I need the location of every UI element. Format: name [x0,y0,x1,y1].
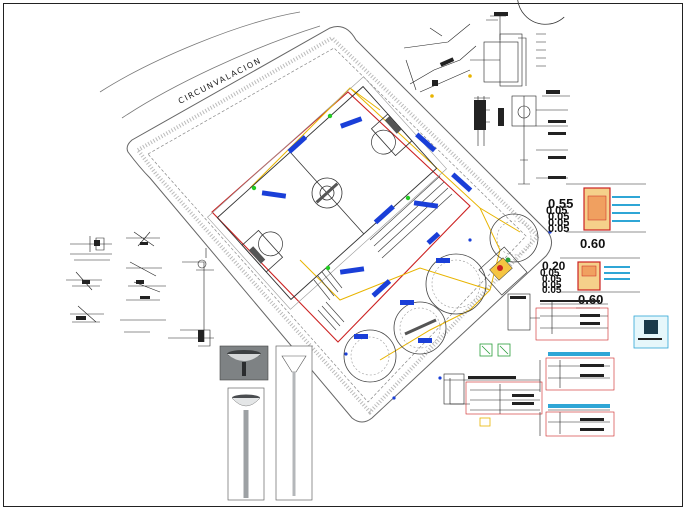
single-line-diagram-2 [443,373,543,415]
circular-plaza-1 [425,253,487,315]
site-plan: CIRCUNVALACION [99,0,565,423]
section-a-dim-4: 0.05 [548,217,569,229]
section-a-width: 0.60 [580,236,605,251]
circular-plaza-4 [489,213,539,263]
luminaires [248,116,473,343]
pole-section-detail-fill [474,90,566,179]
lamp-post-photo-2 [275,345,313,501]
site-perimeter-outer [126,26,552,423]
street-label: CIRCUNVALACION [177,56,263,106]
single-line-diagram-3-fill [548,352,610,377]
single-line-diagram-1 [507,293,609,341]
luminaire [415,132,437,153]
luminaire [384,116,402,134]
single-line-diagram-4 [539,409,615,437]
grandstand-south [313,267,345,331]
luminaire [413,200,439,209]
circular-plaza-3 [343,329,397,383]
luminaire [400,300,414,305]
section-detail-top-fill [432,12,508,86]
luminaire [287,135,308,154]
section-a-dim-5: 0.05 [548,223,569,235]
site-boundary [211,91,471,343]
single-line-diagram-3 [539,353,615,392]
circular-plaza-2 [393,301,447,355]
section-a-dim-3: 0.05 [548,211,569,223]
luminaire [339,266,365,275]
section-b-dim-5: 0.05 [542,285,562,296]
section-b-dim-2: 0.05 [540,268,560,279]
sidewalk-hatch [135,35,541,415]
section-detail-top-yellow [430,74,472,98]
section-b-dim-3: 0.05 [542,274,562,285]
trench-section-a: 0.55 0.05 0.05 0.05 0.05 0.60 [546,183,646,251]
sheet-border [3,3,683,507]
section-b-dim-4: 0.05 [542,280,562,291]
trench-section-b: 0.20 0.05 0.05 0.05 0.05 0.60 [540,257,640,307]
sports-court [207,0,565,310]
luminaire [354,334,368,339]
connection-nodes [251,113,411,271]
legend-box [633,315,669,349]
fixture-details-left-fill [76,240,204,342]
grandstand-east [369,175,453,259]
luminaire [248,246,266,264]
single-line-diagram-4-fill [548,404,610,431]
kiosk [478,246,528,296]
green-symbols [479,343,511,357]
section-a-dim-2: 0.05 [546,205,567,217]
single-line-diagram-1-fill [510,296,600,325]
pole-section-detail [474,95,570,185]
luminaire [261,190,287,199]
single-line-diagram-2-fill [468,376,534,427]
luminaire [418,338,432,343]
luminaire [426,231,441,245]
luminaire [436,258,450,263]
luminaire [371,279,392,298]
luminaire [373,204,395,225]
luminaire [451,172,473,193]
street-curb-outer [99,11,301,93]
section-b-dim-1: 0.20 [542,259,566,273]
lamp-post-photo-1 [227,387,265,501]
fixture-details-left [66,231,214,347]
blue-markers [344,230,552,400]
luminaire [339,116,363,129]
street-curb-inner [121,25,321,119]
section-a-dim-1: 0.55 [548,196,573,211]
site-perimeter-inner [147,47,527,403]
lamp-thumbnail [219,345,269,381]
section-b-width: 0.60 [578,292,603,307]
section-detail-top [403,12,546,93]
